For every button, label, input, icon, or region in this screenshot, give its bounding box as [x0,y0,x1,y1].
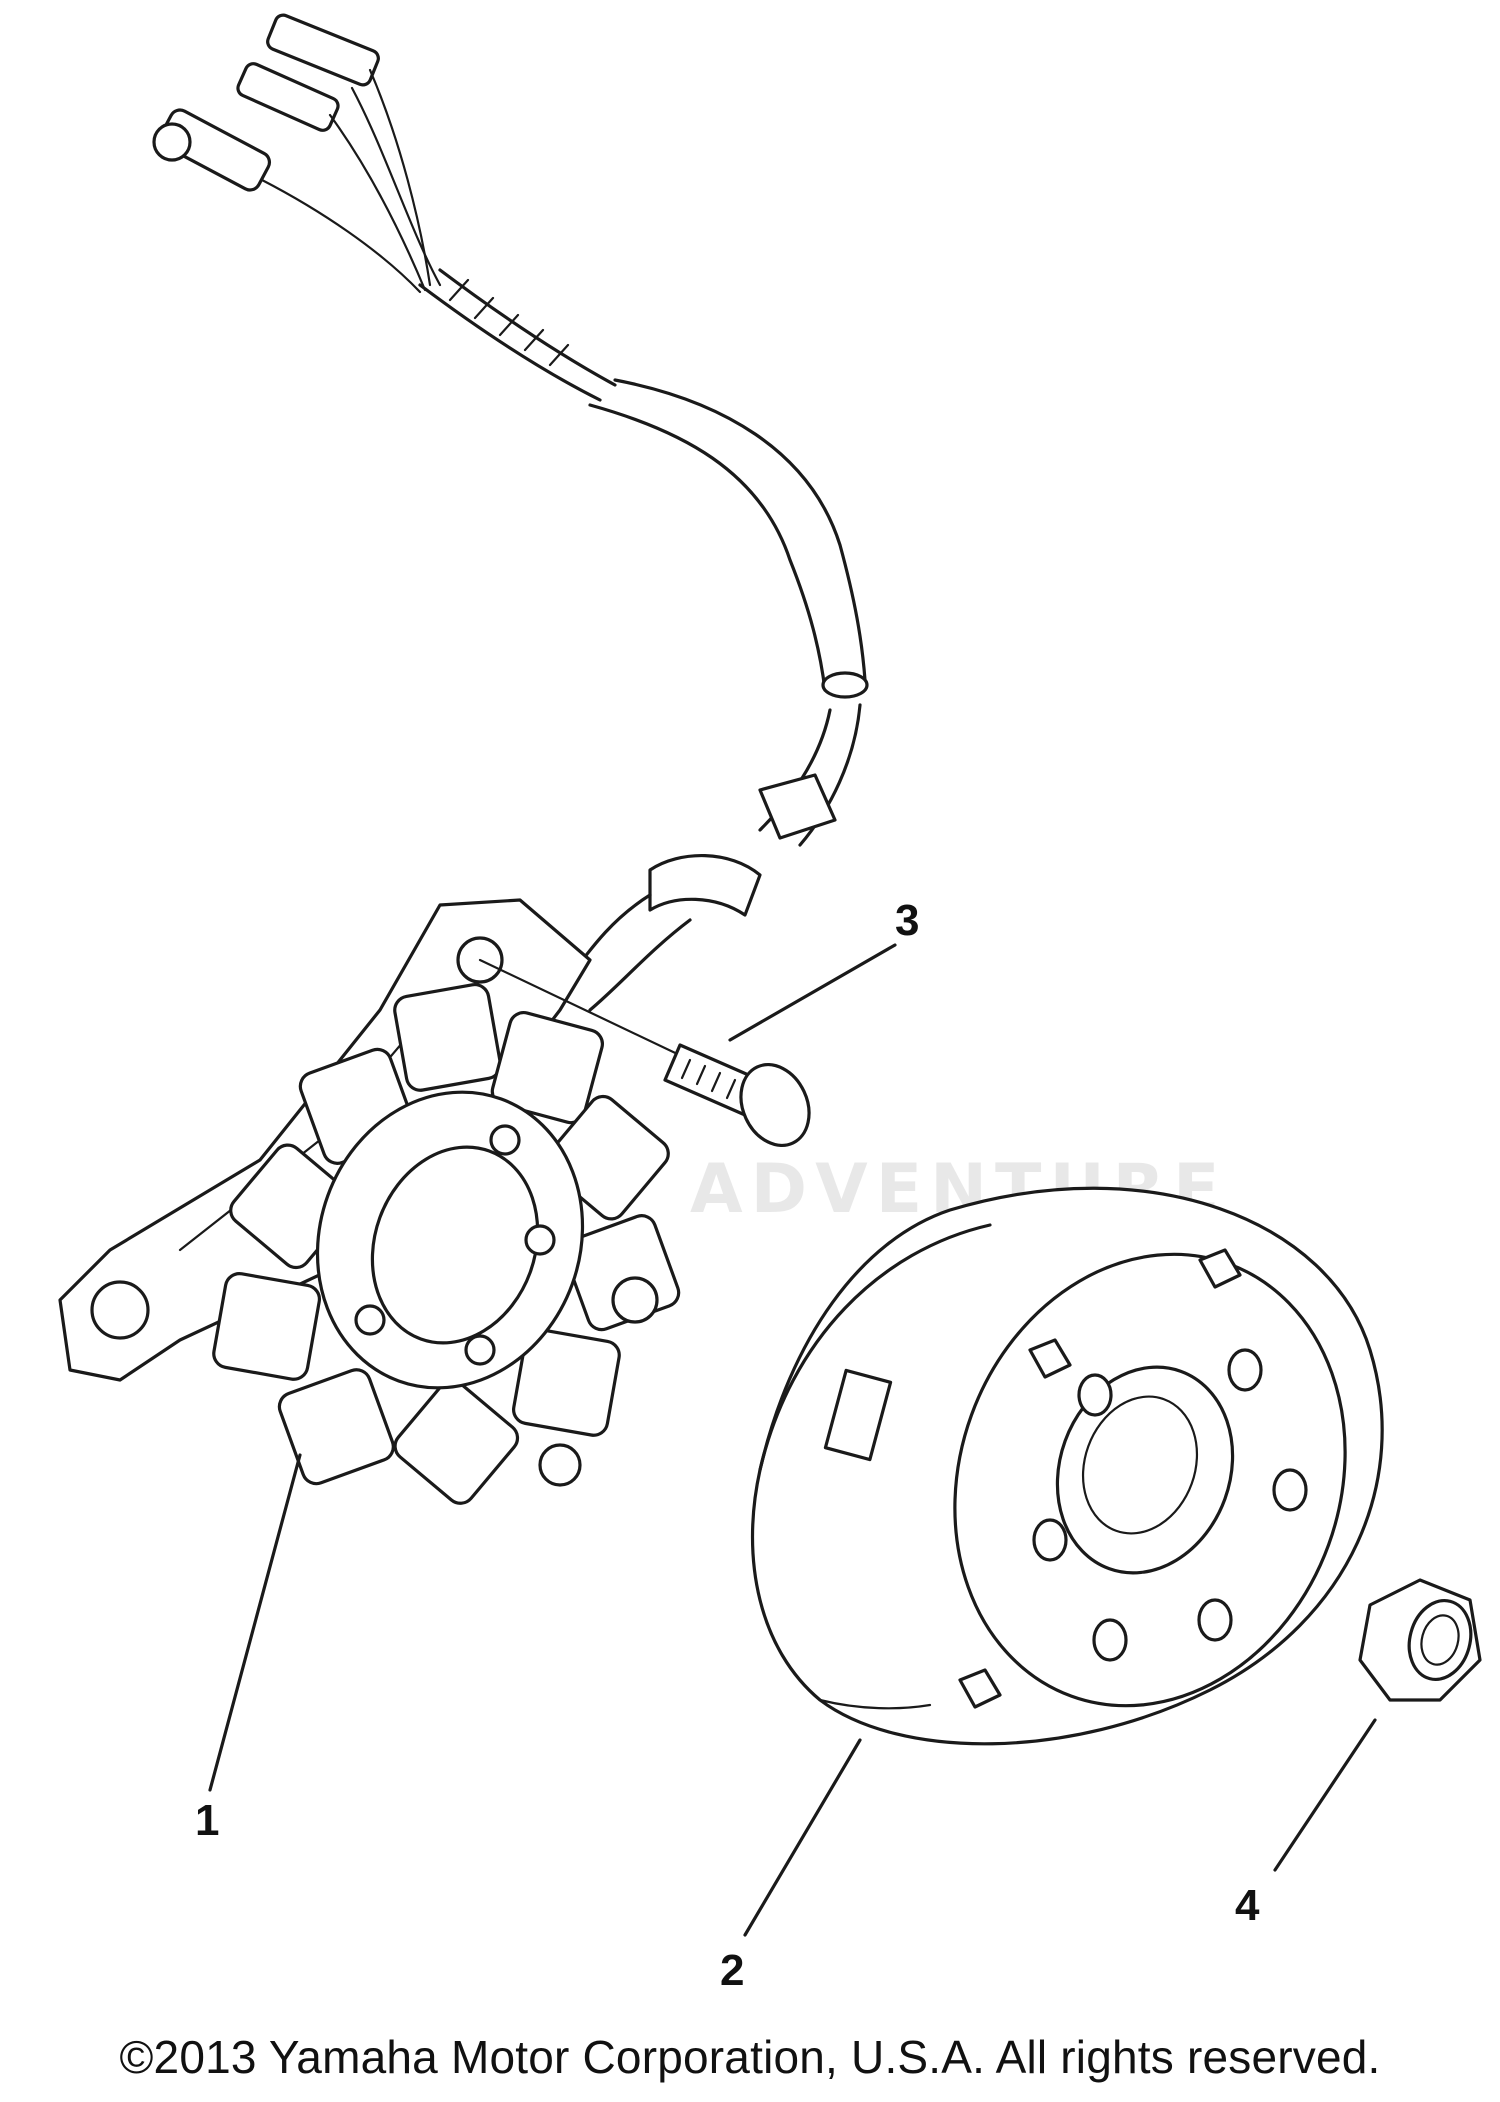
callout-3: 3 [895,896,919,945]
callout-1: 1 [195,1796,219,1845]
flywheel-key-slot [823,1368,893,1462]
wire-harness [152,13,869,1012]
callout-4: 4 [1235,1881,1260,1930]
stator-coils [212,982,681,1505]
callout-2: 2 [720,1946,744,1995]
nut-part-4 [1273,1578,1482,1872]
leader-2 [743,1738,862,1937]
harness-connector-2 [236,62,340,132]
stator-assembly [58,898,681,1505]
screw-part-3 [478,943,897,1147]
grommet [758,773,837,840]
copyright-notice: ©2013 Yamaha Motor Corporation, U.S.A. A… [119,2031,1381,2083]
leader-1 [208,1453,302,1792]
harness-connector-cap [152,122,192,162]
screw-alignment-line [478,958,692,1062]
flywheel-rotor [743,1186,1384,1937]
leader-4 [1273,1718,1377,1872]
harness-connector-1 [266,13,380,87]
screw-head [739,1063,811,1147]
leader-3 [728,943,897,1042]
